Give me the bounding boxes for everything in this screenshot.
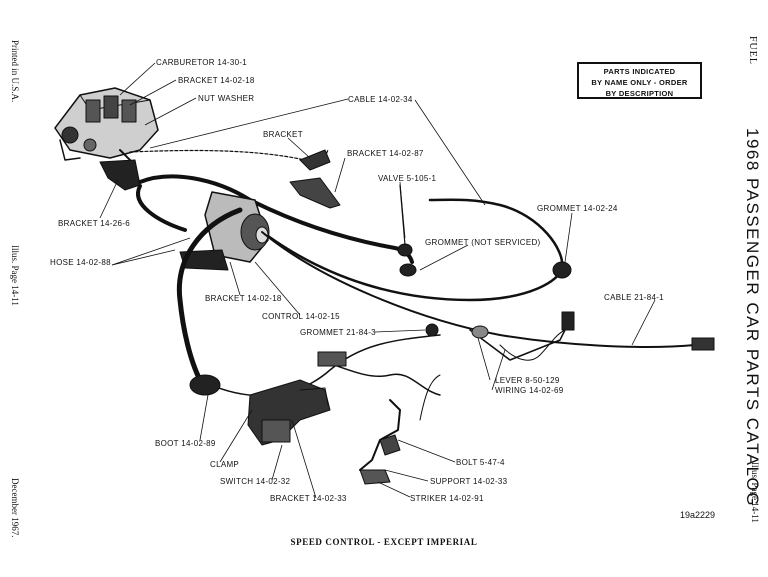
lever-drawing bbox=[471, 325, 489, 339]
label-grommet-14-02-24: GROMMET 14-02-24 bbox=[537, 204, 618, 213]
label-lever: LEVER 8-50-129 bbox=[495, 376, 560, 385]
parts-box-line2: BY NAME ONLY - ORDER bbox=[591, 78, 688, 87]
publication-date: December 1967. bbox=[10, 478, 20, 538]
hose-drawing bbox=[138, 174, 414, 264]
label-bolt: BOLT 5-47-4 bbox=[456, 458, 505, 467]
parts-box-line1: PARTS INDICATED bbox=[603, 67, 676, 76]
wiring-drawing bbox=[499, 329, 566, 361]
support-striker-drawing bbox=[359, 399, 401, 485]
grommet-14-02-24-drawing bbox=[552, 261, 572, 279]
cable-loop-drawing bbox=[266, 198, 564, 302]
label-bracket-14-26-6: BRACKET 14-26-6 bbox=[58, 219, 130, 228]
figure-caption: SPEED CONTROL - EXCEPT IMPERIAL bbox=[290, 537, 478, 547]
bracket-14-26-6-drawing bbox=[99, 159, 141, 191]
bracket-drawing bbox=[299, 149, 331, 171]
cable-14-02-34-drawing bbox=[129, 149, 329, 162]
grommet-21-84-3-drawing bbox=[425, 323, 439, 337]
printed-in-usa: Printed in U.S.A. bbox=[10, 40, 20, 103]
parts-indicated-box: PARTS INDICATED BY NAME ONLY - ORDER BY … bbox=[577, 62, 702, 99]
illus-page-left: Illus. Page 14-11 bbox=[10, 245, 20, 306]
leader-lines bbox=[99, 62, 656, 499]
label-support: SUPPORT 14-02-33 bbox=[430, 477, 508, 486]
label-striker: STRIKER 14-02-91 bbox=[410, 494, 484, 503]
control-unit-drawing bbox=[179, 191, 270, 271]
label-cable-14-02-34: CABLE 14-02-34 bbox=[348, 95, 413, 104]
label-grommet-not-serviced: GROMMET (NOT SERVICED) bbox=[425, 238, 541, 247]
parts-box-line3: BY DESCRIPTION bbox=[605, 89, 674, 98]
label-grommet-21-84-3: GROMMET 21-84-3 bbox=[300, 328, 376, 337]
label-switch: SWITCH 14-02-32 bbox=[220, 477, 291, 486]
label-bracket: BRACKET bbox=[263, 130, 303, 139]
switch-assembly-drawing bbox=[247, 379, 331, 446]
label-hose: HOSE 14-02-88 bbox=[50, 258, 111, 267]
valve-drawing bbox=[397, 243, 413, 257]
cable-21-84-1-drawing bbox=[261, 231, 696, 348]
label-bracket-14-02-33: BRACKET 14-02-33 bbox=[270, 494, 347, 503]
carburetor-drawing bbox=[54, 87, 159, 161]
label-bracket-14-02-18-top: BRACKET 14-02-18 bbox=[178, 76, 255, 85]
grommet-not-serviced-drawing bbox=[399, 263, 417, 277]
label-bracket-14-02-18-mid: BRACKET 14-02-18 bbox=[205, 294, 282, 303]
label-bracket-14-02-87: BRACKET 14-02-87 bbox=[347, 149, 424, 158]
illus-page-right: Illus. Page 14-11 bbox=[750, 462, 760, 523]
label-cable-21-84-1: CABLE 21-84-1 bbox=[604, 293, 664, 302]
label-valve: VALVE 5-105-1 bbox=[378, 174, 437, 183]
label-nut-washer: NUT WASHER bbox=[198, 94, 255, 103]
boot-drawing bbox=[189, 374, 221, 396]
catalog-title: 1968 PASSENGER CAR PARTS CATALOG bbox=[743, 128, 762, 507]
label-wiring: WIRING 14-02-69 bbox=[495, 386, 564, 395]
label-clamp: CLAMP bbox=[210, 460, 240, 469]
label-control: CONTROL 14-02-15 bbox=[262, 312, 340, 321]
label-boot: BOOT 14-02-89 bbox=[155, 439, 216, 448]
figure-number: 19a2229 bbox=[680, 510, 716, 520]
section-label: FUEL bbox=[747, 36, 758, 65]
main-harness-drawing bbox=[176, 207, 243, 383]
bracket-14-02-87-drawing bbox=[289, 177, 341, 209]
label-carburetor: CARBURETOR 14-30-1 bbox=[156, 58, 248, 67]
